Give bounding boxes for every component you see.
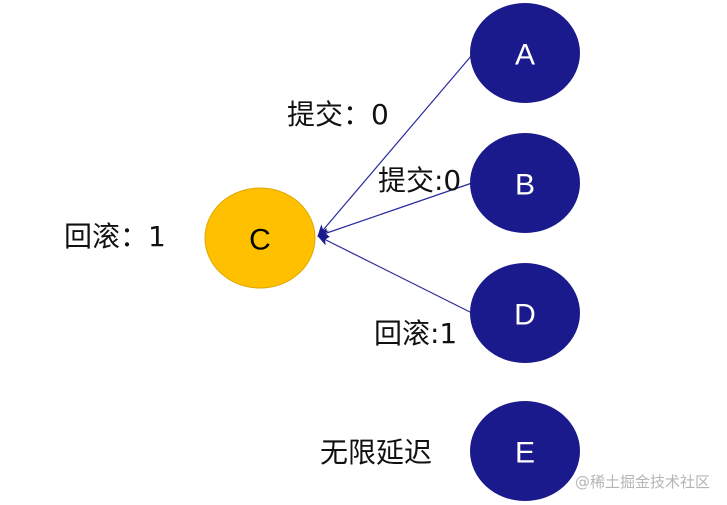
node-a-circle — [470, 3, 580, 103]
node-a: A — [470, 3, 580, 103]
node-c-circle — [204, 187, 316, 289]
node-c-label: C — [249, 224, 271, 257]
node-a-label: A — [515, 39, 535, 72]
node-e-label: E — [515, 437, 535, 470]
edge-d-c-label: 回滚:1 — [374, 317, 457, 350]
node-e-status-label: 无限延迟 — [320, 436, 432, 469]
edge-d-to-c — [317, 235, 473, 314]
edge-a-to-c — [317, 54, 473, 237]
node-c: C — [204, 187, 316, 289]
edge-b-c-label: 提交:0 — [378, 164, 461, 197]
node-d-label: D — [514, 299, 536, 332]
node-b-circle — [470, 133, 580, 233]
edge-b-to-c — [317, 182, 473, 238]
node-d: D — [470, 263, 580, 363]
node-b-label: B — [515, 169, 535, 202]
node-e: E — [470, 401, 580, 501]
node-c-rollback-label: 回滚：1 — [64, 220, 166, 253]
node-d-circle — [470, 263, 580, 363]
watermark: @稀土掘金技术社区 — [575, 473, 710, 491]
edge-a-c-label: 提交：0 — [287, 98, 389, 131]
node-b: B — [470, 133, 580, 233]
node-e-circle — [470, 401, 580, 501]
